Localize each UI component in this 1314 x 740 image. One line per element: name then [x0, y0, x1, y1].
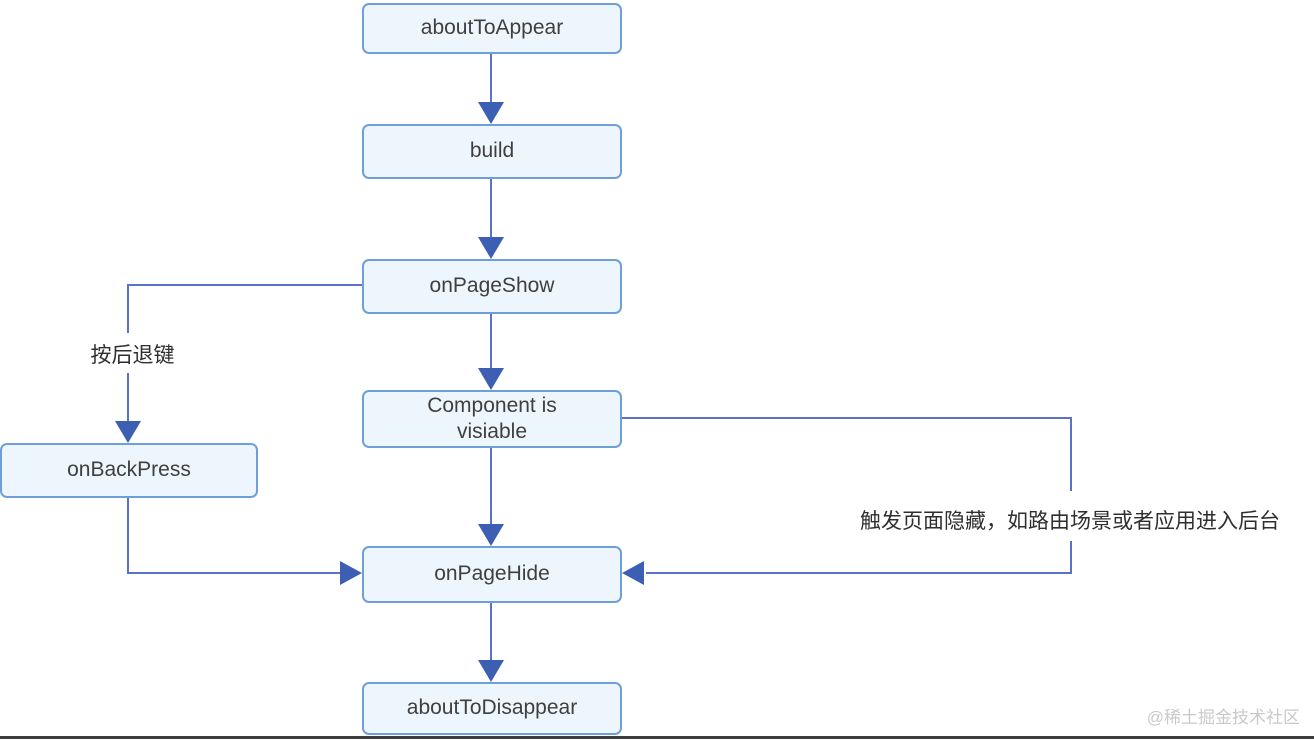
node-on-back-press: onBackPress: [0, 443, 258, 498]
node-about-to-disappear: aboutToDisappear: [362, 682, 622, 735]
arrow-left-icon: [622, 561, 644, 585]
arrow-down-icon: [478, 524, 504, 546]
arrow-down-icon: [478, 660, 504, 682]
connector-pagehide-disappear-line: [490, 603, 492, 662]
node-on-page-show: onPageShow: [362, 259, 622, 314]
arrow-down-icon: [478, 102, 504, 124]
node-build: build: [362, 124, 622, 179]
connector-build-pageshow-line: [490, 179, 492, 239]
connector-component-pagehide-line: [490, 448, 492, 526]
connector-backkey-upper-line: [127, 284, 129, 333]
footer-divider: [0, 736, 1314, 739]
connector-appear-build-line: [490, 54, 492, 104]
connector-backpress-down-line: [127, 498, 129, 574]
connector-backkey-lower-line: [127, 373, 129, 422]
connector-pageshow-component-line: [490, 314, 492, 370]
arrow-down-icon: [478, 237, 504, 259]
arrow-right-icon: [340, 561, 362, 585]
connector-hide-trigger-lower-line: [1070, 541, 1072, 574]
node-about-to-appear: aboutToAppear: [362, 3, 622, 54]
edge-label-back-key: 按后退键: [85, 339, 180, 369]
connector-backpress-pagehide-line: [127, 572, 341, 574]
edge-label-hide-trigger: 触发页面隐藏，如路由场景或者应用进入后台: [840, 505, 1300, 535]
connector-trigger-pagehide-line: [646, 572, 1072, 574]
connector-component-right-line: [622, 417, 1072, 419]
arrow-down-icon: [115, 421, 141, 443]
connector-pageshow-left-line: [127, 284, 362, 286]
arrow-down-icon: [478, 368, 504, 390]
node-component-visible: Component is visiable: [362, 390, 622, 448]
watermark-text: @稀土掘金技术社区: [1146, 708, 1300, 727]
connector-hide-trigger-upper-line: [1070, 417, 1072, 491]
node-on-page-hide: onPageHide: [362, 546, 622, 603]
